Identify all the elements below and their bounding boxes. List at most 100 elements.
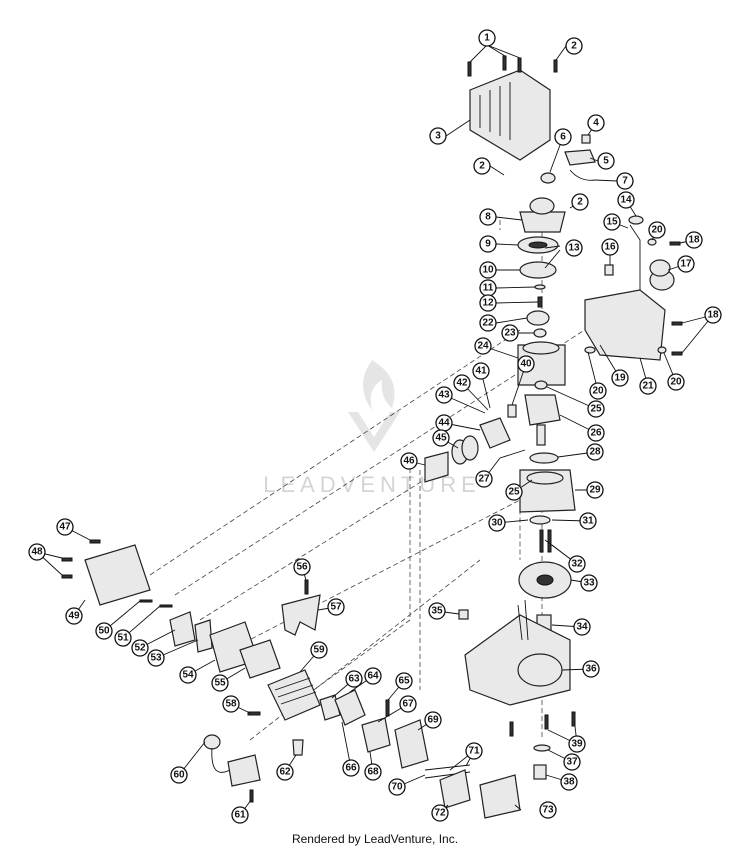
- callout-2c: 2: [571, 193, 589, 211]
- callout-62: 62: [276, 763, 294, 781]
- svg-text:3: 3: [435, 131, 441, 142]
- callout-55: 55: [211, 674, 229, 692]
- svg-text:56: 56: [296, 562, 308, 573]
- svg-text:4: 4: [593, 118, 599, 129]
- svg-text:32: 32: [571, 559, 583, 570]
- callout-12: 12: [479, 294, 497, 312]
- callout-72: 72: [431, 804, 449, 822]
- callout-52: 52: [131, 639, 149, 657]
- svg-text:65: 65: [398, 676, 410, 687]
- callout-11: 11: [479, 279, 497, 297]
- svg-text:53: 53: [150, 653, 162, 664]
- callout-71: 71: [465, 742, 483, 760]
- callout-66: 66: [342, 759, 360, 777]
- callout-23: 23: [501, 324, 519, 342]
- svg-text:24: 24: [477, 341, 489, 352]
- svg-text:46: 46: [403, 456, 415, 467]
- svg-text:6: 6: [560, 132, 566, 143]
- svg-text:15: 15: [606, 217, 618, 228]
- part-shapes: [61, 55, 683, 819]
- callout-25: 25: [587, 400, 605, 418]
- svg-text:14: 14: [620, 195, 632, 206]
- svg-text:35: 35: [431, 606, 443, 617]
- callout-6: 6: [554, 128, 572, 146]
- svg-text:28: 28: [589, 447, 601, 458]
- callout-29: 29: [586, 481, 604, 499]
- callout-27: 27: [475, 470, 493, 488]
- callout-57: 57: [327, 598, 345, 616]
- callout-13: 13: [565, 239, 583, 257]
- svg-text:71: 71: [468, 746, 480, 757]
- svg-text:40: 40: [520, 359, 532, 370]
- svg-text:41: 41: [475, 366, 487, 377]
- svg-text:37: 37: [566, 757, 578, 768]
- svg-text:10: 10: [482, 265, 494, 276]
- svg-text:2: 2: [479, 161, 485, 172]
- callout-32: 32: [568, 555, 586, 573]
- svg-text:34: 34: [576, 622, 588, 633]
- callout-69: 69: [424, 711, 442, 729]
- svg-text:66: 66: [345, 763, 357, 774]
- svg-text:12: 12: [482, 298, 494, 309]
- svg-text:43: 43: [438, 390, 450, 401]
- callout-25b: 25: [505, 483, 523, 501]
- svg-text:26: 26: [590, 428, 602, 439]
- callout-64: 64: [364, 667, 382, 685]
- callout-8: 8: [479, 208, 497, 226]
- callout-70: 70: [388, 778, 406, 796]
- callout-37: 37: [563, 753, 581, 771]
- svg-text:29: 29: [589, 485, 601, 496]
- watermark-text: LEADVENTURE: [263, 472, 481, 497]
- svg-text:72: 72: [434, 808, 446, 819]
- callout-49: 49: [65, 607, 83, 625]
- svg-text:31: 31: [582, 516, 594, 527]
- svg-text:8: 8: [485, 212, 491, 223]
- svg-text:13: 13: [568, 243, 580, 254]
- callout-45: 45: [432, 429, 450, 447]
- callout-60: 60: [170, 766, 188, 784]
- svg-text:19: 19: [614, 373, 626, 384]
- callout-20b: 20: [589, 382, 607, 400]
- svg-text:57: 57: [330, 602, 342, 613]
- svg-text:64: 64: [367, 671, 379, 682]
- svg-text:21: 21: [642, 381, 654, 392]
- svg-text:9: 9: [485, 239, 491, 250]
- callout-14: 14: [617, 191, 635, 209]
- callout-17: 17: [677, 255, 695, 273]
- svg-text:7: 7: [622, 176, 628, 187]
- svg-text:54: 54: [182, 670, 194, 681]
- svg-text:42: 42: [456, 378, 468, 389]
- svg-text:48: 48: [31, 547, 43, 558]
- callout-46: 46: [400, 452, 418, 470]
- callout-10: 10: [479, 261, 497, 279]
- svg-text:18: 18: [688, 235, 700, 246]
- svg-text:11: 11: [483, 283, 494, 294]
- svg-text:39: 39: [571, 739, 583, 750]
- callout-18: 18: [685, 231, 703, 249]
- callout-15: 15: [603, 213, 621, 231]
- callout-38: 38: [560, 773, 578, 791]
- callout-50: 50: [95, 622, 113, 640]
- svg-text:20: 20: [651, 225, 663, 236]
- svg-text:2: 2: [571, 41, 577, 52]
- callout-61: 61: [231, 806, 249, 824]
- callout-58: 58: [222, 695, 240, 713]
- callout-31: 31: [579, 512, 597, 530]
- svg-text:69: 69: [427, 715, 439, 726]
- svg-text:23: 23: [504, 328, 516, 339]
- callout-73: 73: [539, 801, 557, 819]
- svg-text:25: 25: [508, 487, 520, 498]
- callout-21: 21: [639, 377, 657, 395]
- callout-33: 33: [580, 574, 598, 592]
- svg-text:61: 61: [234, 810, 246, 821]
- callout-42: 42: [453, 374, 471, 392]
- callout-24: 24: [474, 337, 492, 355]
- callout-67: 67: [399, 695, 417, 713]
- svg-text:67: 67: [402, 699, 414, 710]
- svg-text:63: 63: [348, 674, 360, 685]
- svg-text:70: 70: [391, 782, 403, 793]
- callout-56: 56: [293, 558, 311, 576]
- callout-65: 65: [395, 672, 413, 690]
- callout-51: 51: [114, 629, 132, 647]
